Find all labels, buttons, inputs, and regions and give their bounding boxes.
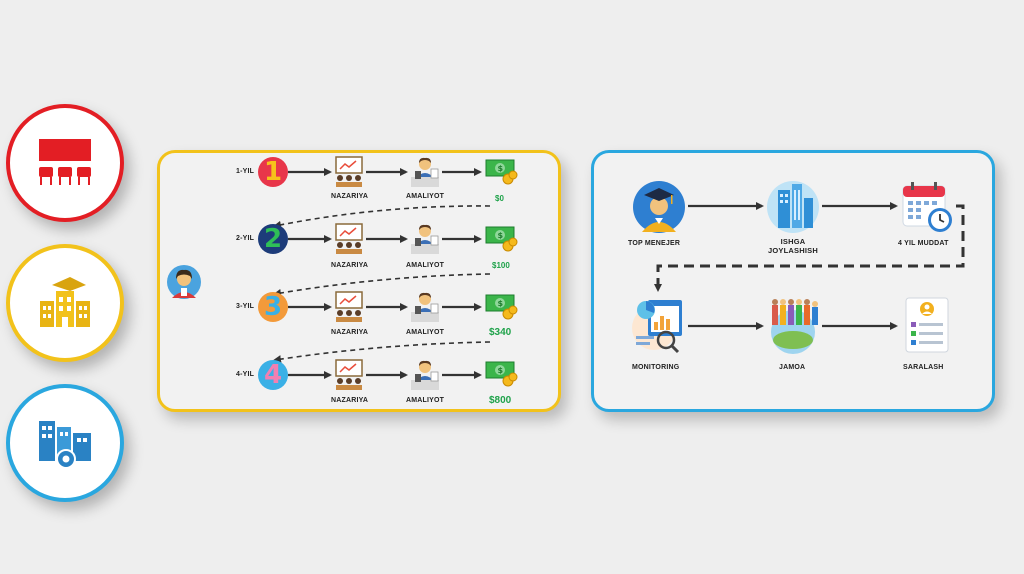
- classroom-icon: [335, 291, 363, 322]
- worker-desk-icon: [411, 157, 439, 187]
- money-icon: $: [485, 159, 518, 185]
- classroom-icon: [335, 156, 363, 187]
- amount-label: $800: [489, 395, 512, 406]
- graduate-icon: [633, 181, 685, 233]
- number-badge-3: 3: [258, 292, 288, 322]
- practice-label: AMALIYOT: [406, 397, 445, 404]
- cinema-seats-icon: [39, 139, 91, 185]
- right-dashed-connector: [654, 204, 965, 292]
- worker-desk-icon: [411, 224, 439, 254]
- four-years-label: 4 YIL MUDDAT: [898, 240, 949, 247]
- year-label: 2-YIL: [236, 235, 255, 242]
- analytics-icon: [632, 300, 682, 354]
- checklist-icon: [905, 297, 949, 353]
- top-manager-label: TOP MENEJER: [628, 240, 681, 247]
- right-arrows: [688, 202, 898, 330]
- year-label: 3-YIL: [236, 303, 255, 310]
- student-avatar-icon: [167, 265, 201, 299]
- left-arrows: [288, 168, 482, 379]
- classroom-icon: [335, 223, 363, 254]
- school-building-icon: [40, 277, 90, 327]
- worker-desk-icon: [411, 292, 439, 322]
- money-icon: $: [485, 226, 518, 252]
- number-text: 1: [263, 157, 283, 187]
- amount-label: $0: [495, 194, 504, 203]
- calendar-clock-icon: [902, 182, 952, 232]
- side-circle-cinema: [6, 104, 124, 222]
- theory-label: NAZARIYA: [331, 329, 369, 336]
- number-text: 4: [263, 360, 283, 390]
- svg-text:$: $: [498, 231, 504, 240]
- employment-label-text: ISHGA JOYLASHISH: [768, 237, 818, 255]
- svg-text:$: $: [498, 164, 504, 173]
- sorting-label: SARALASH: [903, 364, 944, 371]
- worker-desk-icon: [411, 360, 439, 390]
- theory-label: NAZARIYA: [331, 193, 369, 200]
- number-badge-1: 1: [258, 157, 288, 187]
- side-circle-factory: [6, 384, 124, 502]
- year-label: 4-YIL: [236, 371, 255, 378]
- practice-label: AMALIYOT: [406, 329, 445, 336]
- team-icon: [771, 299, 818, 354]
- team-label: JAMOA: [779, 364, 806, 371]
- monitoring-label: MONITORING: [632, 364, 680, 371]
- year-label: 1-YIL: [236, 168, 255, 175]
- amount-label: $100: [492, 261, 510, 270]
- svg-text:$: $: [498, 366, 504, 375]
- factory-gear-icon: [39, 421, 91, 469]
- employment-label: ISHGA JOYLASHISH: [760, 237, 826, 255]
- amount-label: $340: [489, 327, 512, 338]
- classroom-icon: [335, 359, 363, 390]
- number-text: 3: [263, 292, 283, 322]
- side-circle-school: [6, 244, 124, 362]
- theory-label: NAZARIYA: [331, 262, 369, 269]
- left-dashed-curves: [273, 205, 491, 364]
- practice-label: AMALIYOT: [406, 262, 445, 269]
- number-badge-2: 2: [258, 224, 288, 254]
- number-badge-4: 4: [258, 360, 288, 390]
- number-text: 2: [263, 224, 283, 254]
- office-buildings-icon: [767, 181, 819, 233]
- money-icon: $: [485, 361, 518, 387]
- svg-text:$: $: [498, 299, 504, 308]
- theory-label: NAZARIYA: [331, 397, 369, 404]
- money-icon: $: [485, 294, 518, 320]
- practice-label: AMALIYOT: [406, 193, 445, 200]
